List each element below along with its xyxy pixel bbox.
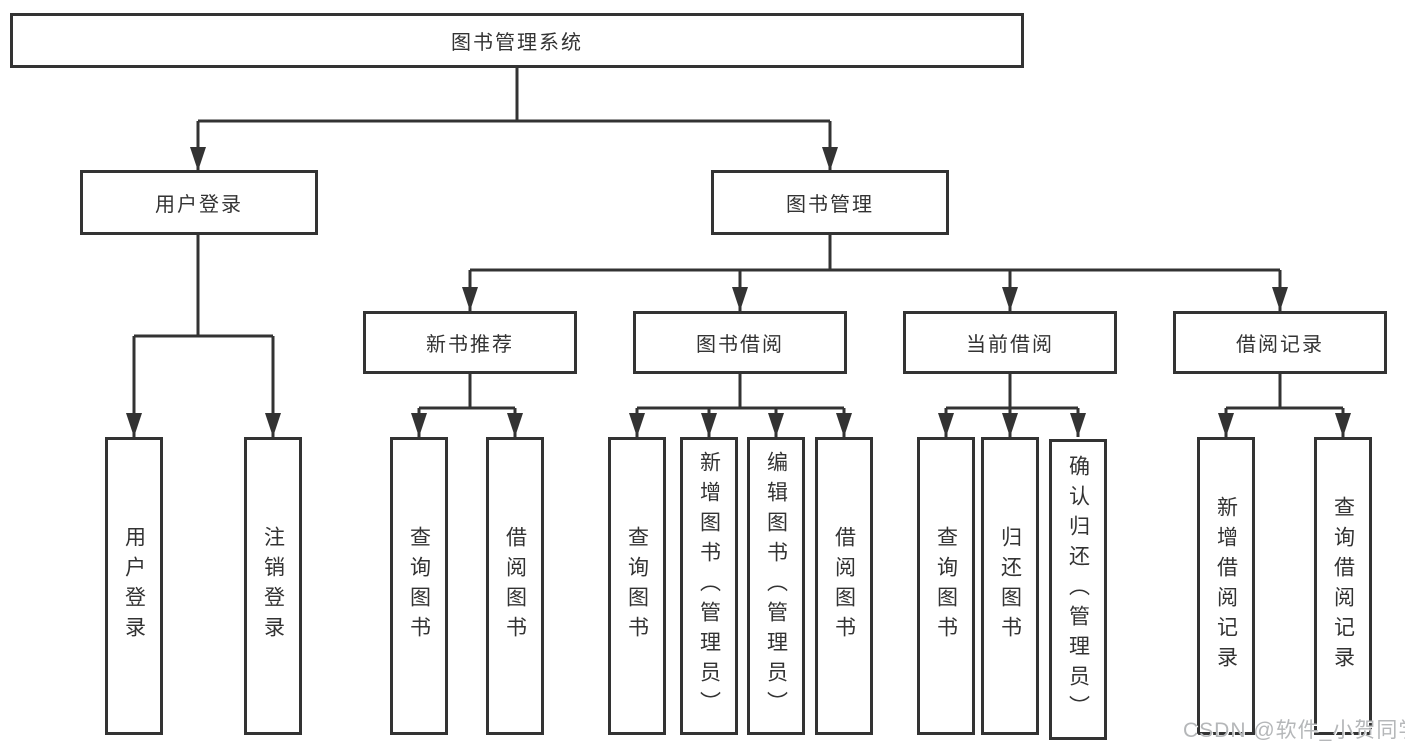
leaf-borrow-books-borrowing: 借阅图书 — [815, 437, 873, 735]
leaf-query-books-current-label: 查询图书 — [934, 526, 958, 646]
leaf-borrow-books-borrowing-label: 借阅图书 — [832, 526, 856, 646]
arrow-down-icon — [732, 287, 748, 311]
leaf-add-borrow-record-label: 新增借阅记录 — [1214, 496, 1238, 676]
arrow-down-icon — [190, 147, 206, 171]
leaf-borrow-books-recommend-label: 借阅图书 — [503, 526, 527, 646]
connector-path — [132, 235, 275, 437]
arrow-down-icon — [1002, 287, 1018, 311]
connector-path — [635, 374, 846, 437]
leaf-logout-label: 注销登录 — [261, 526, 285, 646]
csdn-watermark: CSDN @软件_小贺同学 — [1183, 719, 1405, 742]
arrow-down-icon — [768, 413, 784, 437]
node-book-management: 图书管理 — [711, 170, 949, 235]
leaf-edit-books-admin: 编辑图书（管理员） — [747, 437, 805, 735]
arrow-down-icon — [462, 287, 478, 311]
leaf-query-books-recommend-label: 查询图书 — [407, 526, 431, 646]
node-book-borrowing: 图书借阅 — [633, 311, 847, 374]
leaf-add-borrow-record: 新增借阅记录 — [1197, 437, 1255, 735]
node-new-book-recommendation-label: 新书推荐 — [426, 334, 514, 356]
leaf-borrow-books-recommend: 借阅图书 — [486, 437, 544, 735]
connector-path — [196, 68, 832, 171]
node-current-borrowing-label: 当前借阅 — [966, 334, 1054, 356]
arrow-down-icon — [836, 413, 852, 437]
arrow-down-icon — [822, 147, 838, 171]
leaf-user-login: 用户登录 — [105, 437, 163, 735]
arrow-down-icon — [938, 413, 954, 437]
node-root-label: 图书管理系统 — [451, 32, 583, 54]
leaf-confirm-return-admin: 确认归还（管理员） — [1049, 439, 1107, 740]
node-book-borrowing-label: 图书借阅 — [696, 334, 784, 356]
arrow-down-icon — [1272, 287, 1288, 311]
arrow-down-icon — [411, 413, 427, 437]
node-new-book-recommendation: 新书推荐 — [363, 311, 577, 374]
leaf-query-books-borrowing: 查询图书 — [608, 437, 666, 735]
node-borrowing-records: 借阅记录 — [1173, 311, 1387, 374]
leaf-edit-books-admin-label: 编辑图书（管理员） — [764, 451, 788, 721]
connector-path — [468, 235, 1282, 311]
leaf-query-books-recommend: 查询图书 — [390, 437, 448, 735]
leaf-user-login-label: 用户登录 — [122, 526, 146, 646]
leaf-query-books-current: 查询图书 — [917, 437, 975, 735]
leaf-query-borrow-record-label: 查询借阅记录 — [1331, 496, 1355, 676]
node-user-login: 用户登录 — [80, 170, 318, 235]
leaf-confirm-return-admin-label: 确认归还（管理员） — [1066, 454, 1090, 725]
node-current-borrowing: 当前借阅 — [903, 311, 1117, 374]
leaf-query-borrow-record: 查询借阅记录 — [1314, 437, 1372, 735]
leaf-return-books-label: 归还图书 — [998, 526, 1022, 646]
arrowheads — [126, 147, 1351, 437]
arrow-down-icon — [126, 413, 142, 437]
node-borrowing-records-label: 借阅记录 — [1236, 334, 1324, 356]
node-root: 图书管理系统 — [10, 13, 1024, 68]
arrow-down-icon — [1335, 413, 1351, 437]
node-user-login-label: 用户登录 — [155, 194, 243, 216]
arrow-down-icon — [1218, 413, 1234, 437]
arrow-down-icon — [265, 413, 281, 437]
leaf-add-books-admin-label: 新增图书（管理员） — [697, 451, 721, 721]
arrow-down-icon — [1070, 413, 1086, 437]
leaf-query-books-borrowing-label: 查询图书 — [625, 526, 649, 646]
arrow-down-icon — [1002, 413, 1018, 437]
leaf-return-books: 归还图书 — [981, 437, 1039, 735]
connector-path — [1224, 374, 1345, 437]
leaf-logout: 注销登录 — [244, 437, 302, 735]
arrow-down-icon — [629, 413, 645, 437]
arrow-down-icon — [507, 413, 523, 437]
node-book-management-label: 图书管理 — [786, 194, 874, 216]
leaf-add-books-admin: 新增图书（管理员） — [680, 437, 738, 735]
arrow-down-icon — [701, 413, 717, 437]
connector-path — [417, 374, 517, 437]
